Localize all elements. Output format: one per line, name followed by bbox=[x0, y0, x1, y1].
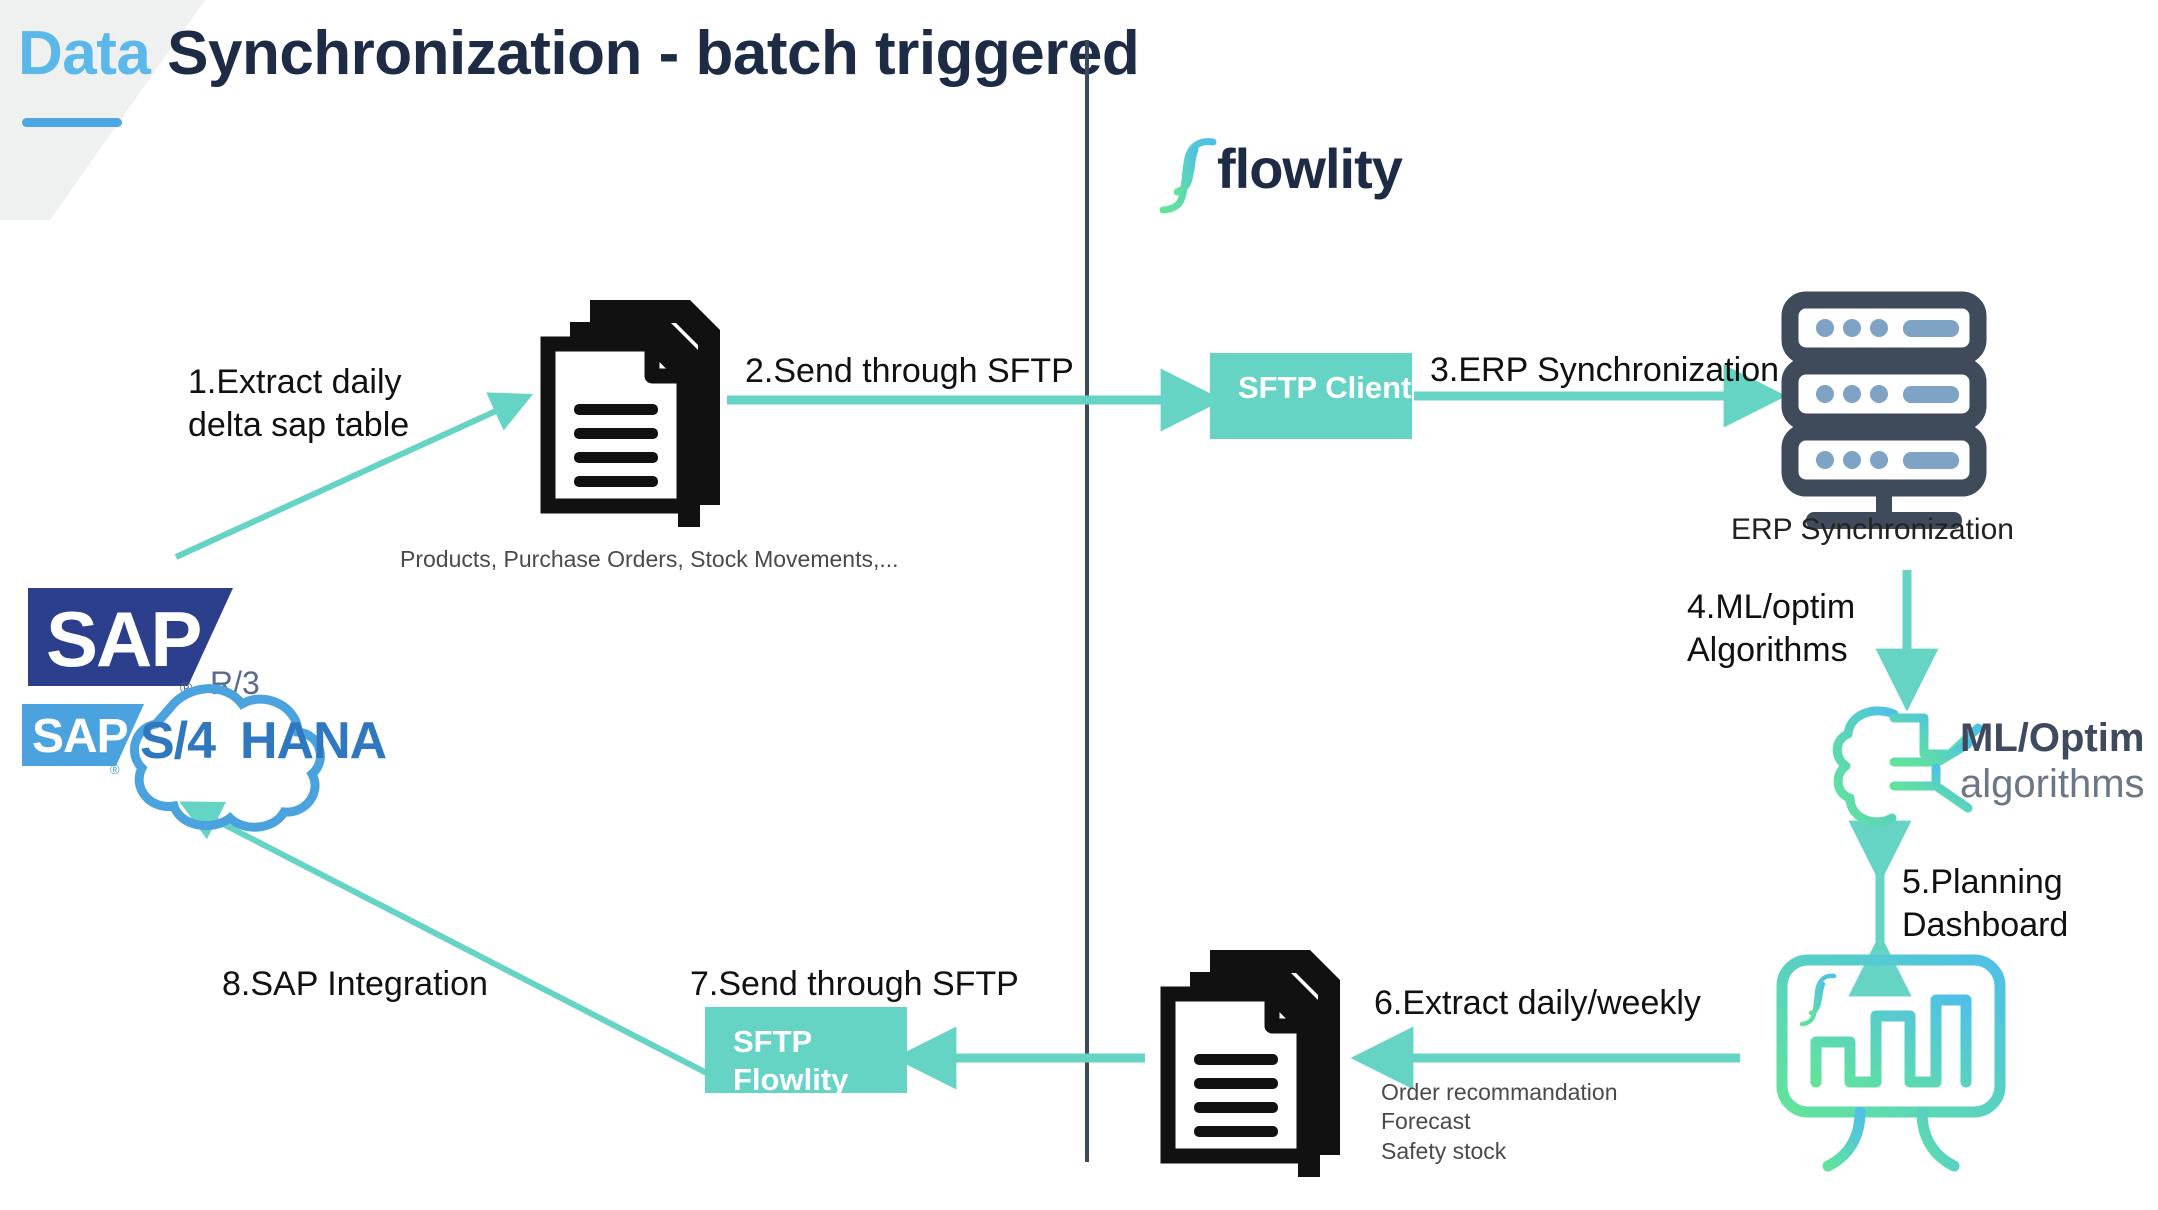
documents-stack-icon-bottom bbox=[1160, 950, 1340, 1177]
sap-hana-cloud-icon: SAP ® S/4 HANA bbox=[22, 684, 388, 832]
svg-text:S/4: S/4 bbox=[140, 712, 216, 770]
flowlity-mark-icon bbox=[1159, 138, 1217, 214]
step-5-label: 5.Planning Dashboard bbox=[1902, 863, 2069, 944]
documents-caption: Products, Purchase Orders, Stock Movemen… bbox=[400, 546, 899, 572]
step-2-label: 2.Send through SFTP bbox=[745, 352, 1074, 390]
erp-server-caption: ERP Synchronization bbox=[1731, 513, 2014, 546]
sftp-flowlity-box[interactable]: SFTP Flowlity bbox=[705, 1007, 907, 1097]
title-underline bbox=[22, 118, 122, 127]
svg-text:SAP: SAP bbox=[32, 710, 128, 763]
dashboard-chart-icon bbox=[1776, 954, 2006, 1172]
page-title: Data Synchronization - batch triggered bbox=[18, 18, 1140, 89]
sap-logo-icon: SAP ® R/3 bbox=[28, 588, 260, 701]
flowlity-wordmark: flowlity bbox=[1217, 137, 1403, 200]
step-7-label: 7.Send through SFTP bbox=[690, 965, 1019, 1003]
svg-text:SAP: SAP bbox=[46, 595, 200, 683]
step-8-label: 8.SAP Integration bbox=[222, 965, 488, 1003]
arrow-extract-daily bbox=[174, 392, 534, 560]
sftp-client-box[interactable]: SFTP Client bbox=[1210, 353, 1412, 439]
flowlity-mark-icon-dashboard bbox=[1799, 973, 1837, 1027]
page-title-accent: Data bbox=[18, 19, 151, 88]
svg-text:HANA: HANA bbox=[240, 712, 387, 770]
step-1-label: 1.Extract daily delta sap table bbox=[188, 363, 410, 444]
step-4-label: 4.ML/optim Algorithms bbox=[1687, 588, 1856, 669]
extract-outputs-caption: Order recommandation Forecast Safety sto… bbox=[1381, 1079, 1618, 1164]
ml-algorithms-line1: ML/Optim bbox=[1960, 716, 2145, 760]
svg-text:®: ® bbox=[110, 762, 120, 777]
flowlity-logo: flowlity bbox=[1155, 130, 1415, 214]
arrow-sap-integration bbox=[179, 801, 732, 1088]
documents-stack-icon bbox=[540, 300, 720, 527]
page-title-rest: Synchronization - batch triggered bbox=[150, 19, 1140, 88]
step-6-label: 6.Extract daily/weekly bbox=[1374, 984, 1701, 1022]
brain-circuit-icon bbox=[1832, 701, 1983, 833]
step-3-label: 3.ERP Synchronization bbox=[1430, 351, 1780, 389]
vertical-divider bbox=[1085, 40, 1089, 1162]
server-rack-icon bbox=[1781, 291, 1987, 529]
ml-algorithms-line2: algorithms bbox=[1960, 762, 2145, 807]
ml-algorithms-label: ML/Optim algorithms bbox=[1960, 715, 2145, 808]
